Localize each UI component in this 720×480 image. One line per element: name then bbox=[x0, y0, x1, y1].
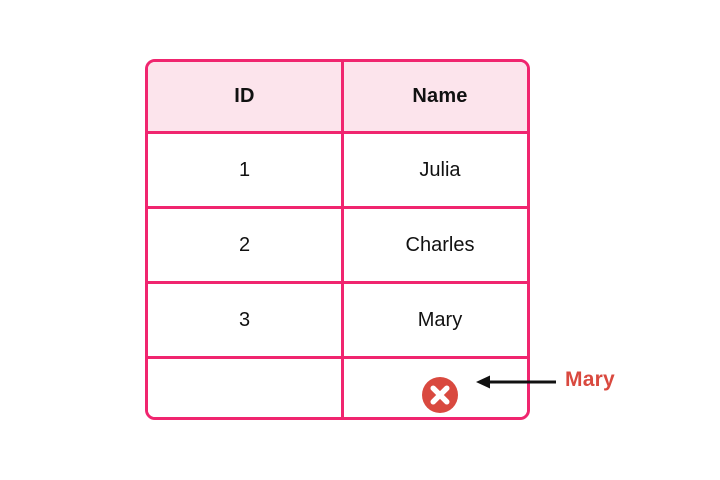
annotation-arrow-group bbox=[470, 363, 650, 401]
cell-name: Julia bbox=[341, 132, 527, 209]
table-element: ID Name 1 Julia 2 Charles 3 Mary bbox=[148, 62, 527, 417]
error-circle-x-icon bbox=[422, 377, 458, 413]
cell-id: 1 bbox=[148, 132, 343, 209]
arrow-left-icon bbox=[476, 375, 556, 389]
table-row: 3 Mary bbox=[148, 282, 527, 359]
cell-id: 3 bbox=[148, 282, 343, 359]
cell-id-empty bbox=[148, 357, 343, 417]
data-table: ID Name 1 Julia 2 Charles 3 Mary bbox=[145, 59, 530, 420]
table-header: ID Name bbox=[148, 62, 527, 134]
table-body: 1 Julia 2 Charles 3 Mary bbox=[148, 132, 527, 417]
column-header-name: Name bbox=[341, 62, 527, 134]
cell-name-rejected bbox=[341, 357, 527, 417]
table-row-rejected bbox=[148, 357, 527, 417]
cell-id: 2 bbox=[148, 207, 343, 284]
table-row: 2 Charles bbox=[148, 207, 527, 284]
table-row: 1 Julia bbox=[148, 132, 527, 209]
header-row: ID Name bbox=[148, 62, 527, 134]
cell-name: Charles bbox=[341, 207, 527, 284]
cell-name: Mary bbox=[341, 282, 527, 359]
error-icon-container bbox=[344, 359, 527, 417]
annotation-label: Mary bbox=[565, 368, 615, 391]
column-header-id: ID bbox=[148, 62, 343, 134]
